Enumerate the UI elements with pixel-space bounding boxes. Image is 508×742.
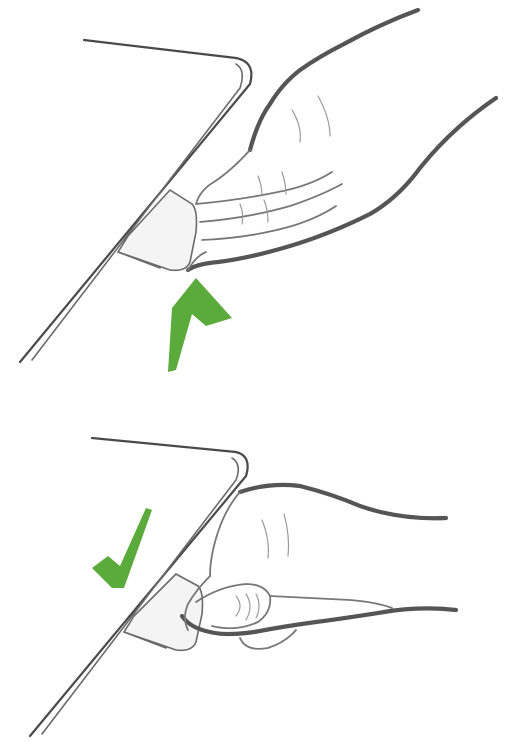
hand: [182, 485, 456, 649]
step-attach-panel: [0, 390, 508, 742]
step-release-illustration: [0, 0, 508, 390]
hand: [188, 10, 496, 270]
arrow-up-icon: [168, 278, 232, 372]
checkmark-icon: [92, 508, 152, 588]
step-attach-illustration: [0, 390, 508, 742]
device-edge: [30, 438, 248, 736]
step-release-panel: [0, 0, 508, 390]
